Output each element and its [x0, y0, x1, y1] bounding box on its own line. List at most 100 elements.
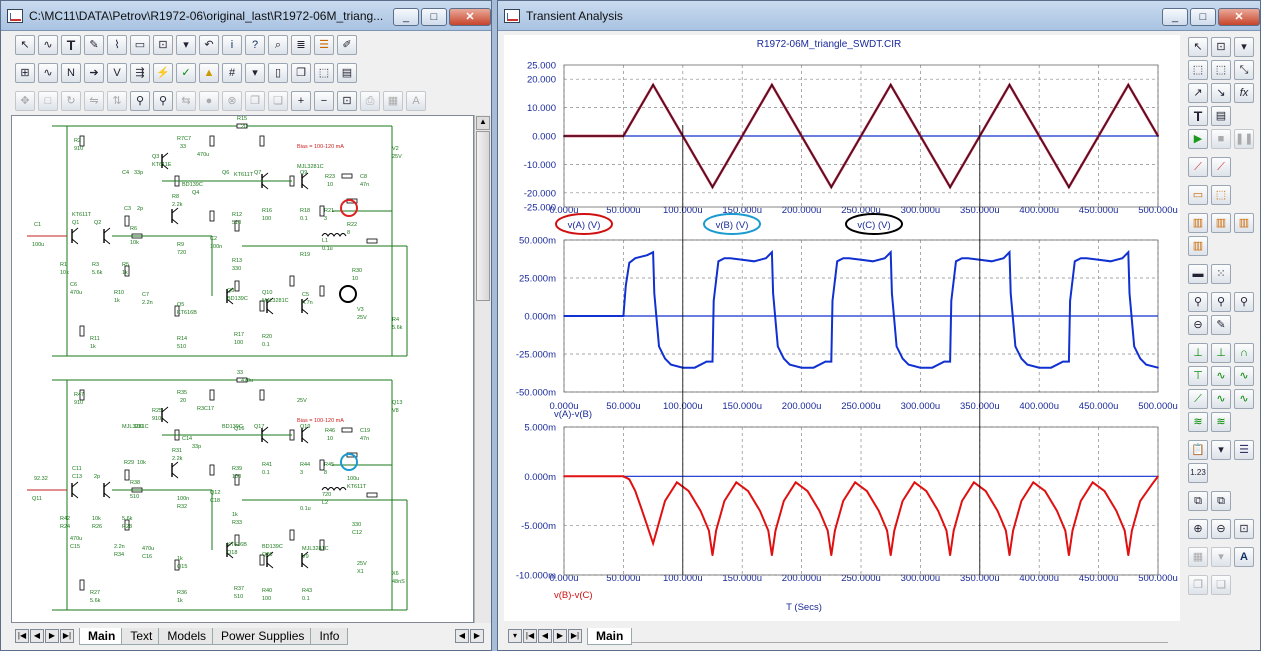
dropdown4-icon[interactable]: ▾	[1211, 547, 1231, 567]
grid3-icon[interactable]: ▦	[383, 91, 403, 111]
prev-page-button[interactable]: ◀	[30, 629, 44, 643]
stop-icon[interactable]: ●	[199, 91, 219, 111]
edit-plot-icon[interactable]: ✎	[1211, 315, 1231, 335]
undo-icon[interactable]: ↶	[199, 35, 219, 55]
wire-icon[interactable]: ∿	[38, 35, 58, 55]
letter-icon[interactable]: A	[406, 91, 426, 111]
zoom-out-icon[interactable]: −	[314, 91, 334, 111]
table-icon[interactable]: ▥	[1188, 213, 1208, 233]
fx-icon[interactable]: fx	[1234, 83, 1254, 103]
font-icon[interactable]: A	[1234, 547, 1254, 567]
maximize-button[interactable]: □	[421, 8, 447, 26]
slope-cursor-icon[interactable]: ⟋	[1188, 389, 1208, 409]
table4-icon[interactable]: ▥	[1188, 236, 1208, 256]
zoom-fx-icon[interactable]: ⚲	[1234, 292, 1254, 312]
copy2-icon[interactable]: ❐	[245, 91, 265, 111]
copy-icon[interactable]: ❐	[291, 63, 311, 83]
text-tool-icon[interactable]: T	[1188, 106, 1208, 126]
check-icon[interactable]: ✓	[176, 63, 196, 83]
fan2-icon[interactable]: ≋	[1211, 412, 1231, 432]
zoom-100-icon[interactable]: ⊡	[1234, 519, 1254, 539]
pause-icon[interactable]: ❚❚	[1234, 129, 1254, 149]
arrow-icon[interactable]: ➔	[84, 63, 104, 83]
dropdown-tool-icon[interactable]: ▾	[1234, 37, 1254, 57]
analysis-minimize-button[interactable]: _	[1162, 8, 1188, 26]
pointer-tool-icon[interactable]: ↖	[1188, 37, 1208, 57]
high-icon[interactable]: ∩	[1234, 343, 1254, 363]
tab-power-supplies[interactable]: Power Supplies	[212, 627, 314, 645]
tab-info[interactable]: Info	[310, 627, 349, 645]
grid-icon[interactable]: ⊞	[15, 63, 35, 83]
minimize-button[interactable]: _	[393, 8, 419, 26]
zoom-all-icon[interactable]: ⬚	[1211, 60, 1231, 80]
copy-plot-icon[interactable]: ❐	[1188, 575, 1208, 595]
zoom-fit-icon[interactable]: ⊡	[337, 91, 357, 111]
zoom-out-plot-icon[interactable]: ⊖	[1211, 519, 1231, 539]
props-tool-icon[interactable]: ▤	[1211, 106, 1231, 126]
paste-icon[interactable]: ❏	[268, 91, 288, 111]
slope2-icon[interactable]: ⟋	[1211, 157, 1231, 177]
list-icon[interactable]: ☰	[1234, 440, 1254, 460]
zoom-minus-icon[interactable]: ⊖	[1188, 315, 1208, 335]
inflect-icon[interactable]: ∿	[1211, 366, 1231, 386]
tab-text[interactable]: Text	[121, 627, 162, 645]
info-icon[interactable]: i	[222, 35, 242, 55]
pencil-icon[interactable]: ✎	[84, 35, 104, 55]
analysis-first-button[interactable]: |◀	[523, 629, 537, 643]
help-icon[interactable]: ?	[245, 35, 265, 55]
table3-icon[interactable]: ▥	[1234, 213, 1254, 233]
low-icon[interactable]: ⊤	[1188, 366, 1208, 386]
stop-run-icon[interactable]: ■	[1211, 129, 1231, 149]
close-button[interactable]: ✕	[449, 8, 491, 26]
curve-cursor-icon[interactable]: ∿	[1211, 389, 1231, 409]
component-icon[interactable]: ▭	[130, 35, 150, 55]
line-icon[interactable]: ▬	[1188, 264, 1208, 284]
next-page-button[interactable]: ▶	[45, 629, 59, 643]
zoom-y-icon[interactable]: ⚲	[1211, 292, 1231, 312]
schematic-titlebar[interactable]: C:\MC11\DATA\Petrov\R1972-06\original_la…	[1, 1, 491, 31]
props-icon[interactable]: ▤	[337, 63, 357, 83]
warn-icon[interactable]: ▲	[199, 63, 219, 83]
page-icon[interactable]: ▯	[268, 63, 288, 83]
scope-tool-icon[interactable]: ⊡	[1211, 37, 1231, 57]
table2-icon[interactable]: ▥	[1211, 213, 1231, 233]
tab-models[interactable]: Models	[158, 627, 216, 645]
delete-icon[interactable]: ⊗	[222, 91, 242, 111]
dropdown2-icon[interactable]: ▾	[245, 63, 265, 83]
curve2-cursor-icon[interactable]: ∿	[1234, 389, 1254, 409]
analysis-maximize-button[interactable]: □	[1190, 8, 1216, 26]
clipboard-icon[interactable]: 📋	[1188, 440, 1208, 460]
tran-icon[interactable]: ⚡	[153, 63, 173, 83]
grid2-icon[interactable]: #	[222, 63, 242, 83]
dropdown3-icon[interactable]: ▾	[1211, 440, 1231, 460]
dc-icon[interactable]: ⇶	[130, 63, 150, 83]
marker-icon[interactable]: ↗	[1188, 83, 1208, 103]
tab-main[interactable]: Main	[79, 627, 125, 645]
find2-icon[interactable]: ⚲	[153, 91, 173, 111]
print-icon[interactable]: ⎙	[360, 91, 380, 111]
zoom-window-icon[interactable]: ⬚	[1188, 60, 1208, 80]
pointer-icon[interactable]: ↖	[15, 35, 35, 55]
dots-icon[interactable]: ⁙	[1211, 264, 1231, 284]
find-icon[interactable]: ⚲	[130, 91, 150, 111]
brush-icon[interactable]: ⌇	[107, 35, 127, 55]
zoom-region-icon[interactable]: ⬚	[314, 63, 334, 83]
marker2-icon[interactable]: ↘	[1211, 83, 1231, 103]
rotate-icon[interactable]: ↻	[61, 91, 81, 111]
grid-plot-icon[interactable]: ▦	[1188, 547, 1208, 567]
analysis-close-button[interactable]: ✕	[1218, 8, 1260, 26]
box2-icon[interactable]: ⬚	[1211, 185, 1231, 205]
text-icon[interactable]: T	[61, 35, 81, 55]
mirror-icon[interactable]: ⇋	[84, 91, 104, 111]
fit-x-icon[interactable]: ⧉	[1188, 491, 1208, 511]
analysis-nav-dropdown[interactable]: ▾	[508, 629, 522, 643]
hscroll-right-button[interactable]: ▶	[470, 629, 484, 643]
analysis-titlebar[interactable]: Transient Analysis _ □ ✕	[498, 1, 1260, 31]
note-icon[interactable]: ≣	[291, 35, 311, 55]
move-icon[interactable]: ✥	[15, 91, 35, 111]
edit-icon[interactable]: ✐	[337, 35, 357, 55]
mirror2-icon[interactable]: ⇅	[107, 91, 127, 111]
paste-plot-icon[interactable]: ❏	[1211, 575, 1231, 595]
